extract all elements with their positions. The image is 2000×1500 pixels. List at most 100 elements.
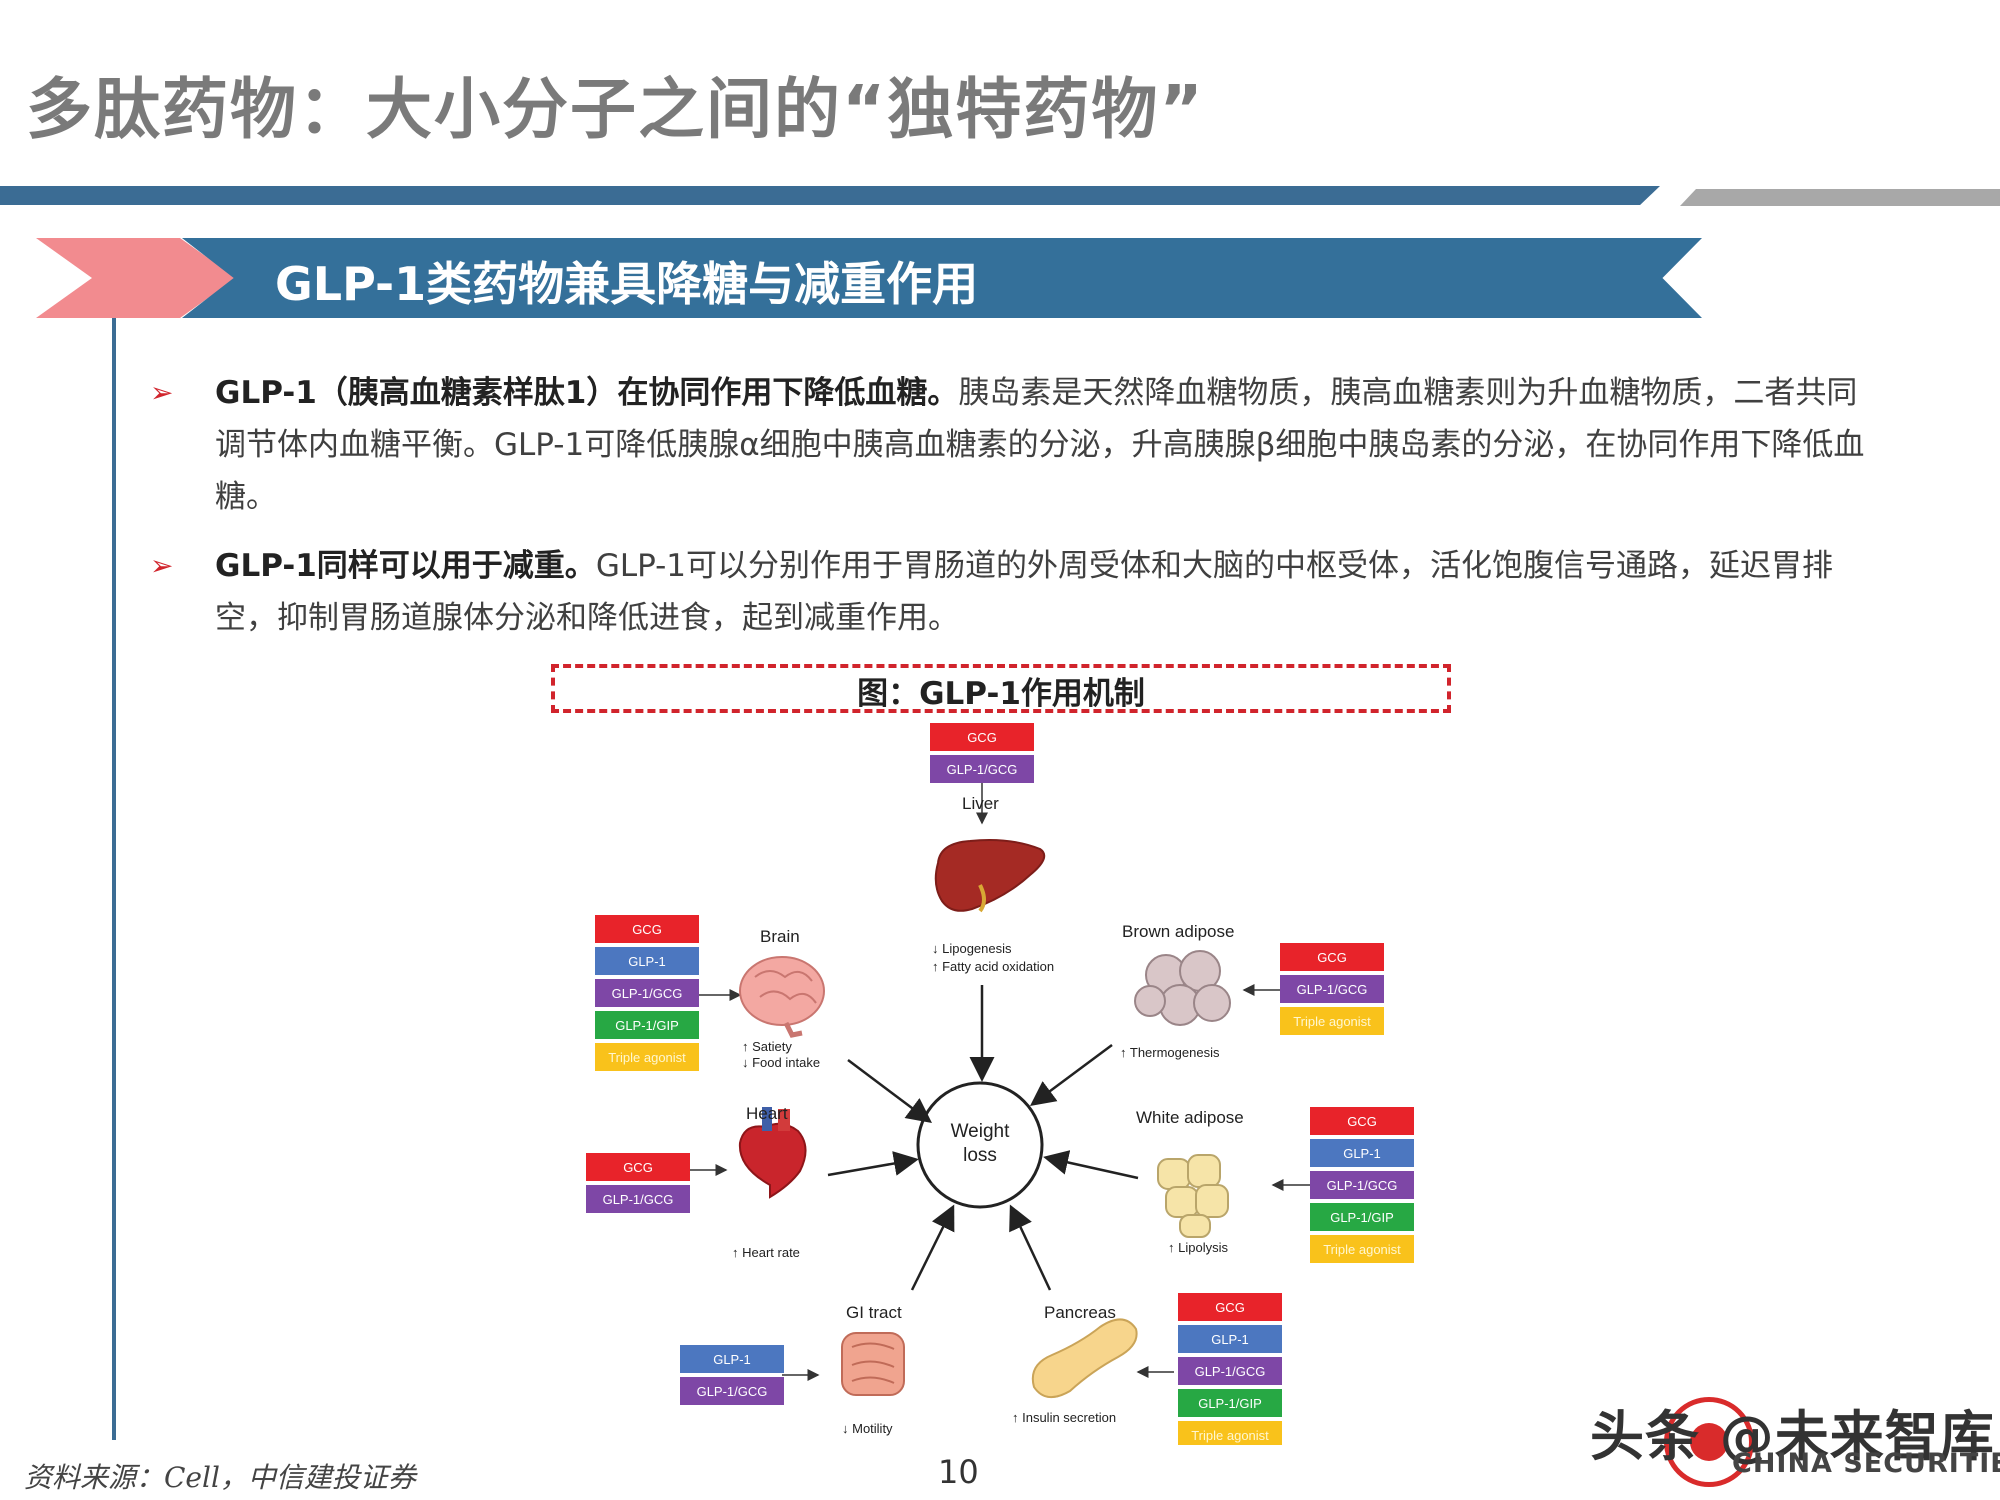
agonist-tag-label: GLP-1/GCG: [1327, 1178, 1398, 1193]
page-title: 多肽药物：大小分子之间的“独特药物”: [26, 71, 1205, 148]
organ-label-gi-tract: GI tract: [846, 1303, 902, 1322]
arrow-white-adipose: [1043, 1150, 1139, 1180]
center-label-line1: Weight: [951, 1121, 1011, 1142]
agonist-tag-label: GLP-1/GCG: [603, 1192, 674, 1207]
agonist-tag-label: GCG: [1347, 1114, 1377, 1129]
organ-effect: ↑ Fatty acid oxidation: [932, 959, 1054, 974]
organ-label-white-adipose: White adipose: [1136, 1108, 1244, 1127]
agonist-tag-label: GLP-1: [1343, 1146, 1381, 1161]
bullet-item: ➢ GLP-1同样可以用于减重。GLP-1可以分别作用于胃肠道的外周受体和大脑的…: [150, 540, 1870, 644]
organ-effect: ↓ Food intake: [742, 1055, 820, 1070]
caption-frame: [551, 664, 1451, 713]
agonist-tag-label: GCG: [1317, 950, 1347, 965]
source-note: 资料来源：Cell，中信建投证券: [24, 1461, 416, 1494]
brain-illustration: [739, 956, 825, 1038]
section-heading: GLP-1类药物兼具降糖与减重作用: [275, 257, 979, 311]
organ-effect: ↓ Motility: [842, 1421, 893, 1436]
agonist-tag-label: GLP-1/GCG: [1195, 1364, 1266, 1379]
agonist-tag-label: GLP-1/GIP: [1330, 1210, 1394, 1225]
agonist-tag: [1178, 1293, 1282, 1321]
organ-effect: ↑ Lipolysis: [1168, 1240, 1228, 1255]
agonist-tag-label: GLP-1: [713, 1352, 751, 1367]
agonist-tag-label: GLP-1: [628, 954, 666, 969]
bullet-item: ➢ GLP-1（胰高血糖素样肽1）在协同作用下降低血糖。胰岛素是天然降血糖物质，…: [150, 367, 1870, 523]
agonist-tag: [1280, 975, 1384, 1003]
organ-label-brain: Brain: [760, 927, 800, 946]
agonist-tag: [1178, 1325, 1282, 1353]
section-banner: [182, 238, 1702, 318]
agonist-tag-label: Triple agonist: [1191, 1428, 1269, 1443]
organ-label-liver: Liver: [962, 794, 999, 813]
bullet-text: GLP-1同样可以用于减重。GLP-1可以分别作用于胃肠道的外周受体和大脑的中枢…: [215, 540, 1870, 644]
agonist-tag: [1310, 1203, 1414, 1231]
agonist-tag: [595, 1011, 699, 1039]
liver-illustration: [934, 839, 1046, 913]
header-rule-gray: [1680, 189, 2000, 206]
bullet-arrow-icon: ➢: [150, 549, 174, 582]
agonist-tag: [595, 1043, 699, 1071]
agonist-tag-label: GLP-1/GCG: [612, 986, 683, 1001]
agonist-tag-label: GLP-1: [1211, 1332, 1249, 1347]
organ-label-heart: Heart: [746, 1104, 788, 1123]
brown-adipose-illustration: [1134, 950, 1231, 1026]
agonist-tag-label: GCG: [632, 922, 662, 937]
bullet-arrow-icon: ➢: [150, 376, 174, 409]
bullet-text: GLP-1（胰高血糖素样肽1）在协同作用下降低血糖。胰岛素是天然降血糖物质，胰高…: [215, 367, 1870, 523]
agonist-tag: [586, 1185, 690, 1213]
agonist-tag-label: GCG: [1215, 1300, 1245, 1315]
agonist-tag: [586, 1153, 690, 1181]
figure-caption: 图：GLP-1作用机制: [857, 676, 1145, 712]
heart-illustration: [738, 1107, 807, 1199]
agonist-tag: [1178, 1421, 1282, 1445]
arrow-heart: [827, 1151, 919, 1177]
agonist-tag: [1310, 1107, 1414, 1135]
page-number: 10: [938, 1453, 979, 1491]
organ-effect: ↑ Thermogenesis: [1120, 1045, 1220, 1060]
arrow-brain: [847, 1059, 932, 1123]
gi-tract-illustration: [841, 1332, 905, 1396]
bullet-body: GLP-1可以分别作用于胃肠道的外周受体和大脑的中枢受体，活化饱腹信号通路，延迟…: [215, 548, 1834, 636]
agonist-tag-label: GLP-1/GCG: [1297, 982, 1368, 997]
agonist-tag: [595, 915, 699, 943]
glp1-mechanism-diagram: Weight loss: [586, 723, 1414, 1445]
watermark-text: 头条 @未来智库: [1590, 1405, 1995, 1468]
brand-subtitle: CHINA SECURITIES: [1732, 1448, 2000, 1479]
agonist-tag: [1280, 943, 1384, 971]
agonist-tag: [1310, 1235, 1414, 1263]
agonist-tag-label: GCG: [623, 1160, 653, 1175]
left-accent-rule: [112, 318, 116, 1440]
agonist-tag: [1310, 1139, 1414, 1167]
agonist-tag-label: Triple agonist: [1293, 1014, 1371, 1029]
agonist-tag: [1280, 1007, 1384, 1035]
arrow-gi-tract: [910, 1204, 955, 1291]
agonist-tag: [1310, 1171, 1414, 1199]
agonist-tag-label: GLP-1/GIP: [615, 1018, 679, 1033]
organ-label-pancreas: Pancreas: [1044, 1303, 1116, 1322]
agonist-tag: [680, 1377, 784, 1405]
organ-effect: ↑ Insulin secretion: [1012, 1410, 1116, 1425]
agonist-tag: [930, 723, 1034, 751]
organ-label-brown-adipose: Brown adipose: [1122, 922, 1234, 941]
agonist-tag-label: Triple agonist: [608, 1050, 686, 1065]
agonist-tag-label: GLP-1/GIP: [1198, 1396, 1262, 1411]
agonist-stack-heart: GCG GLP-1/GCG: [586, 1153, 690, 1213]
agonist-tag-label: GLP-1/GCG: [697, 1384, 768, 1399]
organ-effect: ↑ Heart rate: [732, 1245, 800, 1260]
agonist-tag: [680, 1345, 784, 1373]
agonist-tag: [595, 947, 699, 975]
header-rule-blue: [0, 186, 1660, 205]
watermark-seal-icon: [1664, 1397, 1754, 1487]
weight-loss-node: [916, 1081, 1044, 1209]
agonist-tag: [930, 755, 1034, 783]
organ-effect: ↓ Lipogenesis: [932, 941, 1012, 956]
agonist-tag: [595, 979, 699, 1007]
agonist-stack-brown-adipose: GCG GLP-1/GCG Triple agonist: [1280, 943, 1384, 1035]
arrow-pancreas: [1009, 1204, 1052, 1291]
bullet-bold: GLP-1（胰高血糖素样肽1）在协同作用下降低血糖。: [215, 375, 959, 411]
white-adipose-illustration: [1157, 1154, 1229, 1238]
center-label-line2: loss: [963, 1145, 997, 1166]
